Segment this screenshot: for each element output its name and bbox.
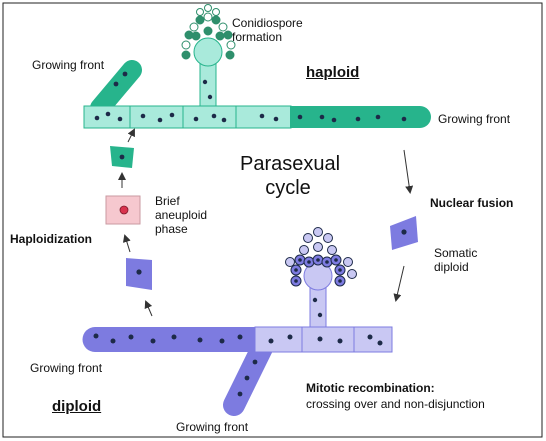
somatic-line-1: Somatic [434,246,478,260]
nucleus [122,71,128,77]
haploid-cell [110,146,134,168]
conidiospore-formation-label: Conidiospore formation [232,16,303,44]
haploid-conidiospores [181,4,236,60]
aneuploid-line-2: aneuploid [155,208,208,222]
figure-border [2,2,543,438]
somatic-line-2: diploid [434,260,469,274]
growing-front-top-left-label: Growing front [32,58,105,72]
aneuploid-line-1: Brief [155,194,180,208]
haploid-label: haploid [306,64,360,81]
aneuploid-line-3: phase [155,222,188,236]
haploidization-label: Haploidization [10,232,92,246]
somatic-diploid-label: Somatic diploid [434,246,477,274]
arrow-up-diploid-to-aneuploid [122,234,131,253]
title-line-2: cycle [265,177,311,199]
growing-front-bottom-label: Growing front [176,420,249,434]
diploid-spore-nuclei [294,258,342,283]
title-line-1: Parasexual [240,153,341,175]
crossing-over-label: crossing over and non-disjunction [306,397,485,411]
haploid-conidiophore [193,37,223,109]
brief-aneuploid-phase-label: Brief aneuploid phase [155,194,207,236]
nucleus [113,81,119,87]
arrow-down-right-bottom [393,265,405,302]
conidiospore-line-1: Conidiospore [232,16,303,30]
haploid-hypha [83,105,431,129]
diploid-hypha [82,326,393,353]
conidiospore-line-2: formation [232,30,283,44]
nuclear-fusion-label: Nuclear fusion [430,196,514,210]
nucleus [207,94,213,100]
somatic-diploid-cell [390,216,418,250]
growing-front-bottom-left-label: Growing front [30,361,103,375]
mitotic-recombination-label: Mitotic recombination: [306,381,435,395]
parasexual-cycle-title: Parasexual cycle [240,152,341,200]
aneuploid-cell [105,195,141,225]
growing-front-top-right-label: Growing front [438,112,511,126]
arrow-down-right-top [403,149,414,194]
nucleus [202,79,208,85]
haploid-branch-top-left [90,60,142,118]
diploid-branch-bottom [223,337,273,416]
diploid-conidiophore [303,261,333,329]
cycle-arrows [118,128,414,317]
diploid-cell-left [126,258,152,290]
diploid-label: diploid [52,398,102,415]
arrow-up-left-bottom [144,300,153,317]
arrow-up-to-haploid-hypha [127,128,135,143]
